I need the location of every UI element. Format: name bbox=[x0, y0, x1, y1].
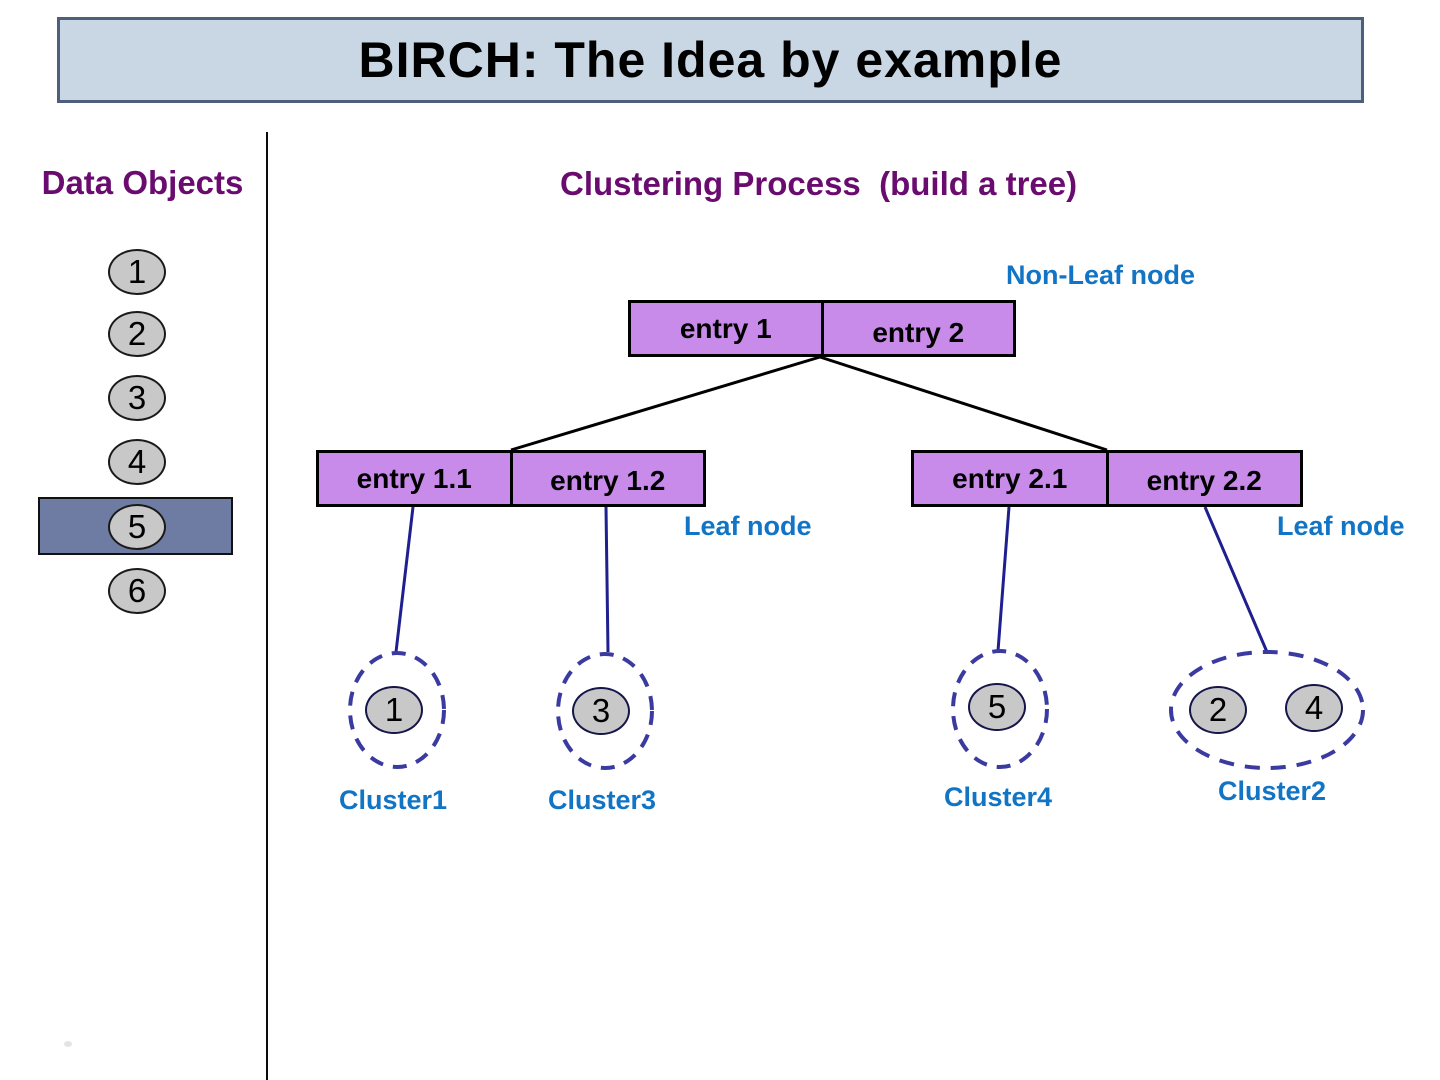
edge-root-to-leaf-left bbox=[510, 355, 821, 452]
slide-title: BIRCH: The Idea by example bbox=[358, 32, 1063, 88]
root-node: entry 1 entry 2 bbox=[628, 300, 1016, 357]
cluster2-member-4: 4 bbox=[1285, 684, 1343, 732]
data-object-2-label: 2 bbox=[127, 315, 147, 352]
edge-entry21-to-cluster4 bbox=[996, 506, 1011, 652]
vertical-divider bbox=[266, 132, 268, 1080]
non-leaf-node-label: Non-Leaf node bbox=[1006, 260, 1195, 290]
leaf-node-label-right: Leaf node bbox=[1277, 511, 1405, 541]
data-object-3: 3 bbox=[108, 375, 166, 421]
data-object-6-label: 6 bbox=[127, 572, 147, 609]
data-object-2: 2 bbox=[108, 311, 166, 357]
cluster2-member-2: 2 bbox=[1189, 686, 1247, 734]
leaf-right-entry-2-1: entry 2.1 bbox=[914, 453, 1106, 504]
edge-entry22-to-cluster2 bbox=[1203, 506, 1269, 653]
cluster1-member-1-label: 1 bbox=[384, 691, 404, 728]
edge-root-to-leaf-right bbox=[819, 355, 1108, 452]
data-object-5-label: 5 bbox=[127, 508, 147, 545]
leaf-left-entry-1-1: entry 1.1 bbox=[319, 453, 510, 504]
data-objects-heading: Data Objects bbox=[41, 164, 244, 201]
cluster1-member-1: 1 bbox=[365, 686, 423, 734]
edge-entry12-to-cluster3 bbox=[604, 506, 610, 653]
cluster1-label: Cluster1 bbox=[338, 785, 448, 815]
leaf-node-right: entry 2.1 entry 2.2 bbox=[911, 450, 1303, 507]
data-object-5: 5 bbox=[108, 504, 166, 550]
leaf-node-label-left: Leaf node bbox=[684, 511, 812, 541]
stray-mark bbox=[64, 1041, 72, 1047]
cluster2-label: Cluster2 bbox=[1217, 776, 1327, 806]
cluster3-member-3: 3 bbox=[572, 687, 630, 735]
cluster2-member-4-label: 4 bbox=[1304, 689, 1324, 726]
clustering-process-heading: Clustering Process (build a tree) bbox=[560, 165, 1078, 202]
cluster3-member-3-label: 3 bbox=[591, 692, 611, 729]
root-entry-1: entry 1 bbox=[631, 303, 821, 354]
edge-entry11-to-cluster1 bbox=[394, 506, 415, 653]
data-object-1-label: 1 bbox=[127, 253, 147, 290]
leaf-left-entry-1-2: entry 1.2 bbox=[509, 453, 703, 504]
leaf-right-entry-2-2: entry 2.2 bbox=[1105, 453, 1300, 504]
data-object-1: 1 bbox=[108, 249, 166, 295]
root-entry-2: entry 2 bbox=[820, 303, 1013, 354]
data-object-6: 6 bbox=[108, 568, 166, 614]
cluster4-label: Cluster4 bbox=[943, 782, 1053, 812]
data-object-3-label: 3 bbox=[127, 379, 147, 416]
cluster2-member-2-label: 2 bbox=[1208, 691, 1228, 728]
leaf-node-left: entry 1.1 entry 1.2 bbox=[316, 450, 706, 507]
data-object-4: 4 bbox=[108, 439, 166, 485]
title-bar: BIRCH: The Idea by example bbox=[57, 17, 1364, 103]
cluster4-member-5-label: 5 bbox=[987, 688, 1007, 725]
cluster4-member-5: 5 bbox=[968, 683, 1026, 731]
data-object-4-label: 4 bbox=[127, 443, 147, 480]
cluster3-label: Cluster3 bbox=[547, 785, 657, 815]
